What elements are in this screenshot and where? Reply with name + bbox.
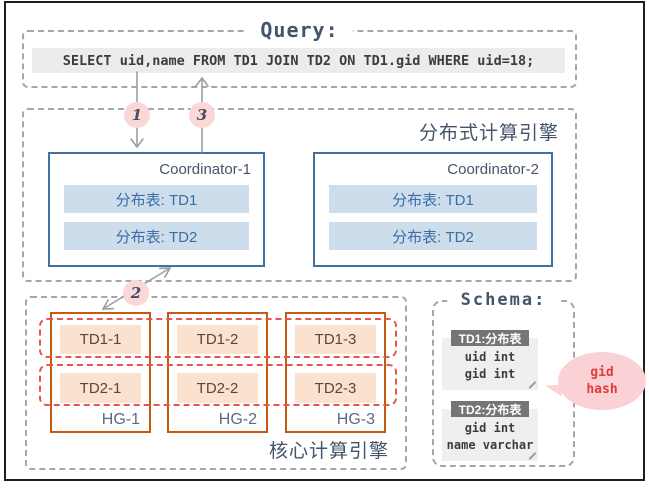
coordinator-1-table-td1: 分布表: TD1 [64,185,249,213]
shard-td1-3: TD1-3 [295,325,376,354]
hostgroup-1-box: TD1-1 TD2-1 HG-1 [50,312,151,433]
hostgroup-3-box: TD1-3 TD2-3 HG-3 [285,312,386,433]
distributed-engine-label: 分布式计算引擎 [418,123,559,144]
schema-td2-columns: gid int name varchar [442,409,538,461]
schema-table-td2: TD2:分布表 gid int name varchar [442,401,538,461]
coordinator-1-title: Coordinator-1 [159,161,251,178]
coordinator-2-title: Coordinator-2 [447,161,539,178]
coordinator-2-table-td2: 分布表: TD2 [329,222,537,250]
sql-statement: SELECT uid,name FROM TD1 JOIN TD2 ON TD1… [32,48,565,73]
query-title: Query: [246,18,353,42]
core-engine-section: 核心计算引擎 TD1-1 TD2-1 HG-1 TD1-2 TD2-2 HG-2… [25,296,407,470]
schema-td1-columns: uid int gid int [442,338,538,390]
step-badge-2: 2 [123,280,149,306]
step-badge-3: 3 [189,102,215,128]
shard-td2-1: TD2-1 [60,373,141,403]
coordinator-2-table-td1: 分布表: TD1 [329,185,537,213]
schema-td2-col-gid: gid int [464,421,516,435]
shard-td1-2: TD1-2 [177,325,258,354]
hostgroup-2-name: HG-2 [218,411,257,428]
schema-title: Schema: [446,290,561,310]
step-badge-1: 1 [124,102,150,128]
hostgroup-2-box: TD1-2 TD2-2 HG-2 [167,312,268,433]
shard-td1-1: TD1-1 [60,325,141,354]
gid-hash-callout: gid hash [558,352,646,410]
schema-td2-header: TD2:分布表 [451,401,529,417]
core-engine-label: 核心计算引擎 [268,441,389,462]
coordinator-2-box: Coordinator-2 分布表: TD1 分布表: TD2 [313,152,553,267]
schema-table-td1: TD1:分布表 uid int gid int [442,330,538,390]
schema-td1-header: TD1:分布表 [451,330,529,346]
shard-td2-3: TD2-3 [295,373,376,403]
schema-td1-col-uid: uid int [464,350,516,364]
hostgroup-3-name: HG-3 [336,411,375,428]
schema-section: Schema: TD1:分布表 uid int gid int TD2:分布表 … [432,290,575,467]
coordinator-1-table-td2: 分布表: TD2 [64,222,249,250]
diagram-frame [4,1,645,481]
query-section: Query: SELECT uid,name FROM TD1 JOIN TD2… [22,18,577,88]
coordinator-1-box: Coordinator-1 分布表: TD1 分布表: TD2 [48,152,265,267]
callout-line-1: gid [590,365,614,380]
schema-td1-col-gid: gid int [464,367,516,381]
schema-td2-col-name: name varchar [446,438,534,452]
shard-td2-2: TD2-2 [177,373,258,403]
distributed-engine-section: 分布式计算引擎 Coordinator-1 分布表: TD1 分布表: TD2 … [22,108,577,282]
callout-line-2: hash [586,382,618,397]
hostgroup-1-name: HG-1 [101,411,140,428]
